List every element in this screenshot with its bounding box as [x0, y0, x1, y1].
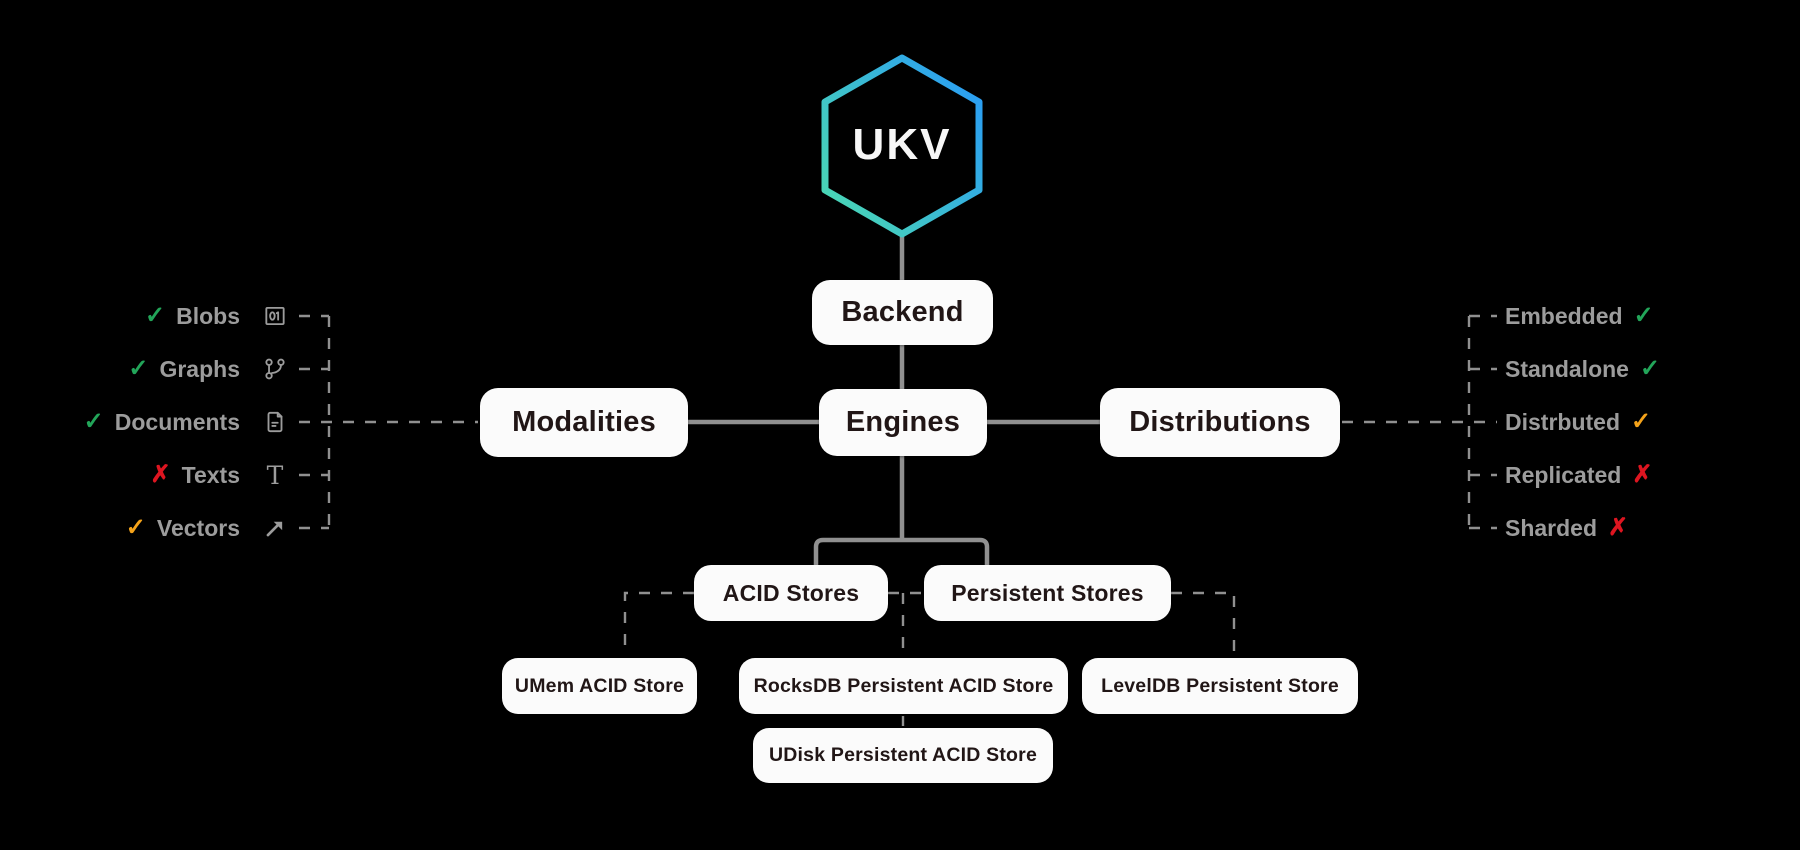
- letter-t-icon: T: [266, 460, 284, 490]
- node-acid-stores: ACID Stores: [694, 565, 888, 621]
- modality-label: Graphs: [159, 355, 240, 382]
- node-leveldb-store: LevelDB Persistent Store: [1082, 658, 1358, 714]
- document-icon: [262, 409, 288, 435]
- status-mark: ✓: [1639, 355, 1661, 382]
- logo-text: UKV: [852, 120, 952, 169]
- modality-list-item: ✓ Vectors: [126, 511, 288, 545]
- status-mark: ✓: [128, 355, 149, 382]
- distribution-label: Standalone: [1505, 355, 1629, 382]
- distribution-list-item: Distrbuted ✓: [1505, 405, 1651, 439]
- node-label: Backend: [841, 296, 964, 328]
- modality-list-item: ✗ Texts T: [151, 458, 289, 492]
- modality-list-item: ✓ Documents: [84, 405, 288, 439]
- graph-icon: [262, 356, 288, 382]
- binary-icon: [262, 303, 288, 329]
- dashed-connectors: [299, 314, 1497, 726]
- node-label: ACID Stores: [722, 579, 860, 606]
- distribution-list-item: Standalone ✓: [1505, 352, 1660, 386]
- status-mark: ✓: [145, 302, 166, 329]
- node-label: UDisk Persistent ACID Store: [768, 744, 1037, 766]
- node-label: Distributions: [1129, 406, 1311, 438]
- status-mark: ✓: [1631, 408, 1652, 435]
- status-mark: ✓: [125, 514, 146, 541]
- distribution-label: Embedded: [1505, 302, 1623, 329]
- status-mark: ✓: [1633, 302, 1654, 329]
- node-modalities: Modalities: [480, 388, 688, 457]
- node-umem-acid-store: UMem ACID Store: [502, 658, 697, 714]
- node-backend: Backend: [812, 280, 993, 345]
- node-persistent-stores: Persistent Stores: [924, 565, 1171, 621]
- modality-list-item: ✓ Graphs: [128, 352, 288, 386]
- status-mark: ✓: [83, 408, 104, 435]
- distribution-label: Replicated: [1505, 461, 1622, 488]
- modality-label: Vectors: [156, 514, 240, 541]
- modality-label: Blobs: [176, 302, 240, 329]
- node-udisk-store: UDisk Persistent ACID Store: [753, 728, 1053, 783]
- ukv-hexagon-logo: [821, 54, 983, 238]
- node-label: Engines: [845, 406, 961, 438]
- distribution-label: Distrbuted: [1505, 408, 1620, 435]
- node-rocksdb-store: RocksDB Persistent ACID Store: [739, 658, 1068, 714]
- node-distributions: Distributions: [1100, 388, 1340, 457]
- modality-label: Documents: [114, 408, 240, 435]
- solid-connectors: [686, 232, 1102, 567]
- node-label: LevelDB Persistent Store: [1101, 674, 1339, 697]
- distribution-label: Sharded: [1505, 514, 1598, 541]
- node-label: UMem ACID Store: [514, 674, 685, 697]
- modality-label: Texts: [181, 461, 240, 488]
- node-engines: Engines: [819, 389, 987, 456]
- status-mark: ✗: [1632, 461, 1653, 488]
- status-mark: ✗: [150, 461, 171, 488]
- distribution-list-item: Embedded ✓: [1505, 299, 1654, 333]
- modality-list-item: ✓ Blobs: [145, 299, 288, 333]
- distribution-list-item: Replicated ✗: [1505, 458, 1652, 492]
- distribution-list-item: Sharded ✗: [1505, 511, 1628, 545]
- node-label: Modalities: [512, 406, 656, 438]
- status-mark: ✗: [1608, 514, 1629, 541]
- node-label: RocksDB Persistent ACID Store: [753, 674, 1054, 697]
- node-label: Persistent Stores: [951, 579, 1144, 606]
- arrow-up-right-icon: [262, 515, 288, 541]
